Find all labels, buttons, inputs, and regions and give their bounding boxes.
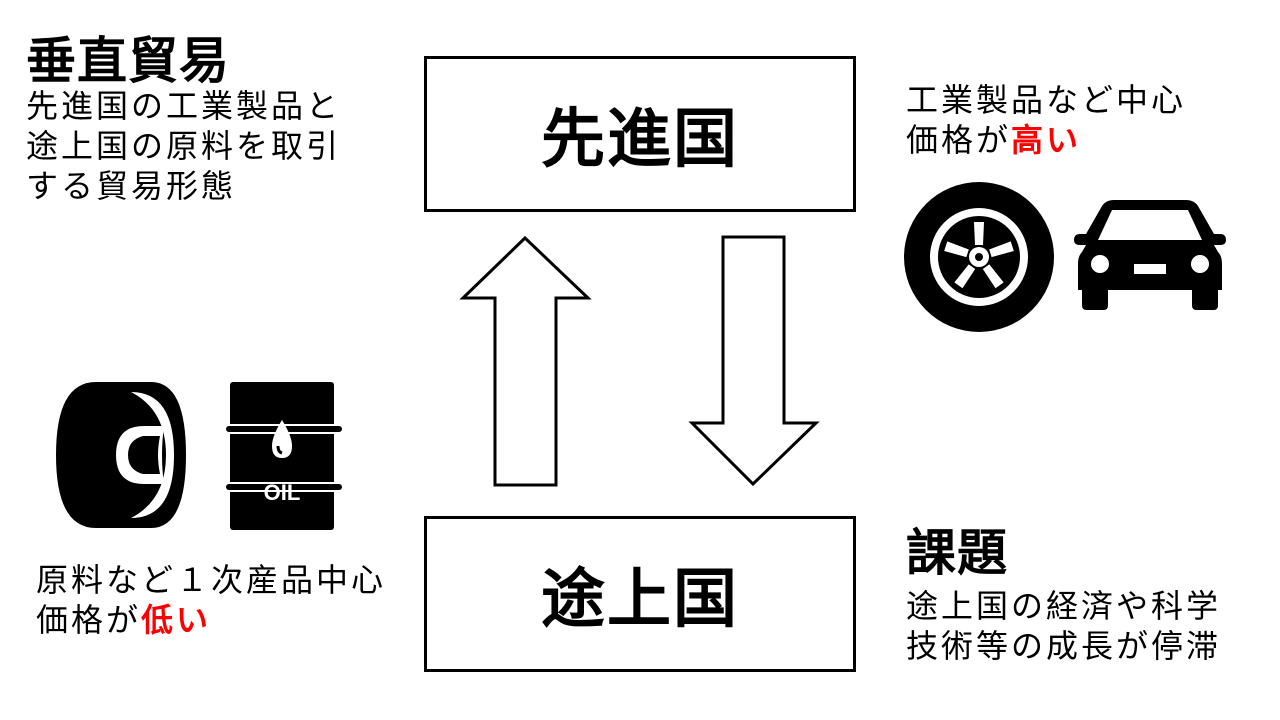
issues-line-1: 途上国の経済や科学 [906, 587, 1222, 625]
issues-line-2: 技術等の成長が停滞 [906, 627, 1222, 665]
description-line-3: する貿易形態 [26, 167, 237, 205]
down-arrow [688, 235, 820, 487]
oil-label: OIL [264, 480, 301, 505]
developing-exports-line-2: 価格が低い [36, 600, 386, 640]
vertical-trade-title: 垂直貿易 [26, 32, 230, 90]
tire-icon [904, 182, 1054, 332]
developed-country-label: 先進国 [541, 103, 739, 177]
description-line-2: 途上国の原料を取引 [26, 127, 342, 165]
price-high: 高い [1011, 121, 1082, 159]
issues-title: 課題 [906, 524, 1008, 582]
up-arrow [459, 235, 592, 487]
issues-text: 途上国の経済や科学 技術等の成長が停滞 [906, 586, 1221, 666]
vertical-trade-description: 先進国の工業製品と 途上国の原料を取引 する貿易形態 [26, 86, 341, 206]
developed-exports-line-2: 価格が高い [906, 120, 1186, 160]
price-low: 低い [141, 601, 212, 639]
oil-drum-icon: OIL [226, 382, 342, 530]
developing-country-box: 途上国 [424, 516, 856, 672]
raw-material-icon [56, 382, 186, 528]
developed-exports-text: 工業製品など中心 価格が高い [906, 80, 1186, 160]
price-prefix: 価格が [906, 121, 1012, 159]
developing-exports-line-1: 原料など１次産品中心 [36, 561, 387, 599]
developed-country-box: 先進国 [424, 56, 856, 212]
description-line-1: 先進国の工業製品と [26, 87, 342, 125]
developing-country-label: 途上国 [541, 563, 739, 637]
car-icon [1074, 200, 1226, 310]
price-prefix: 価格が [36, 601, 142, 639]
developing-exports-text: 原料など１次産品中心 価格が低い [36, 560, 386, 640]
developed-exports-line-1: 工業製品など中心 [906, 81, 1187, 119]
